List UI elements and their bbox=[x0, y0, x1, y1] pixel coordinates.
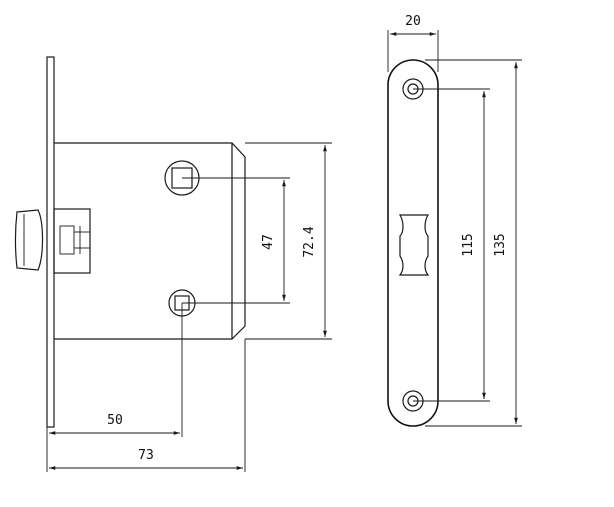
lock-case bbox=[54, 142, 246, 340]
dim-label-72-4: 72.4 bbox=[302, 226, 317, 257]
dim-label-20: 20 bbox=[405, 14, 421, 29]
latch-spring-housing bbox=[59, 225, 75, 255]
strike-plate-outline bbox=[387, 59, 439, 427]
latch-opening bbox=[398, 214, 430, 276]
dim-label-135: 135 bbox=[493, 233, 508, 256]
latch-mechanism bbox=[53, 208, 91, 274]
faceplate bbox=[46, 56, 55, 428]
dim-label-115: 115 bbox=[461, 233, 476, 256]
dim-label-47: 47 bbox=[261, 234, 276, 250]
dim-label-50: 50 bbox=[107, 413, 123, 428]
lock-body-view: 47 72.4 50 73 bbox=[14, 56, 332, 472]
strike-plate-view: 20 115 135 bbox=[387, 14, 522, 427]
dim-label-73: 73 bbox=[138, 448, 154, 463]
latch-bolt bbox=[14, 209, 44, 271]
